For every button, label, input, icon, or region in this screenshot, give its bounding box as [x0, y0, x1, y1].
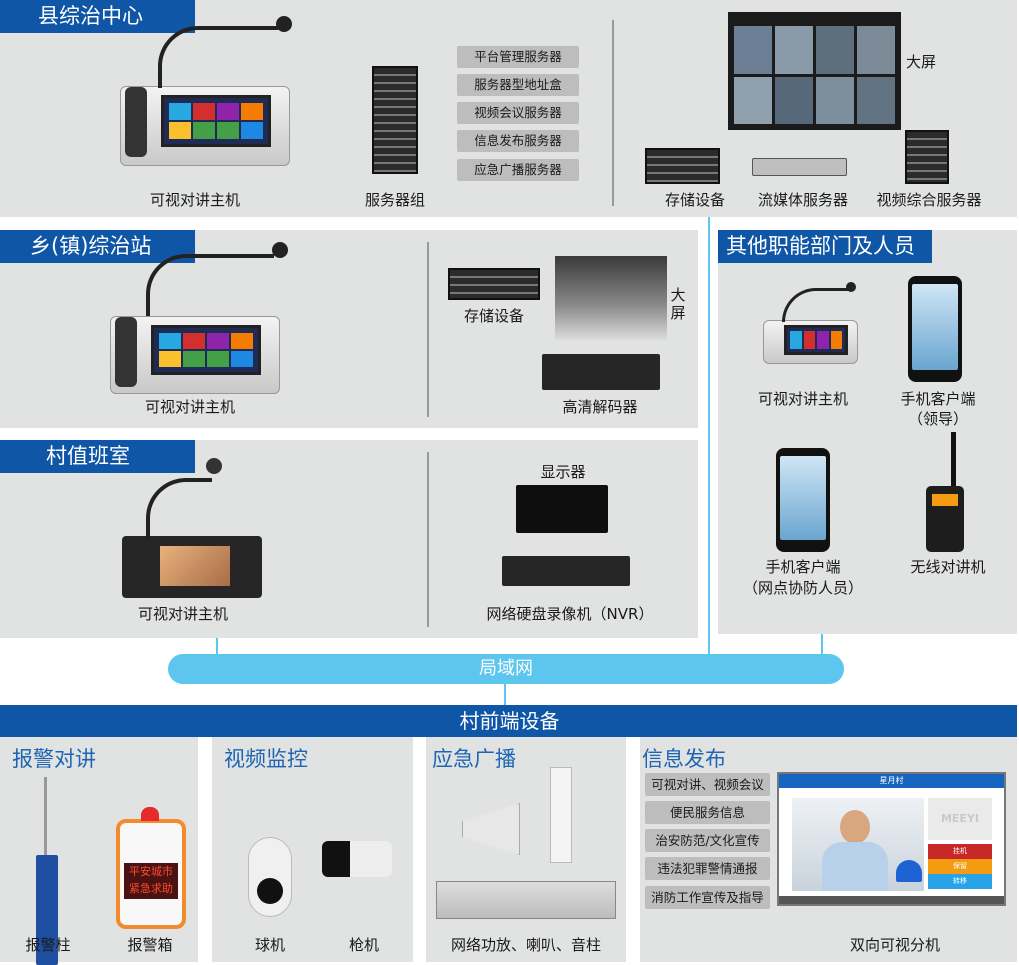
decoder-label: 高清解码器	[562, 398, 638, 416]
panel-title: 其他职能部门及人员	[718, 230, 932, 263]
big-screen-label: 大屏	[670, 286, 686, 322]
storage-label: 存储设备	[664, 191, 725, 209]
video-server-image	[905, 130, 949, 184]
dome-camera-image	[248, 837, 292, 917]
lan-bus: 局域网	[168, 654, 844, 684]
dome-camera-label: 球机	[254, 936, 285, 954]
alarm-box-label: 报警箱	[127, 936, 173, 954]
village-duty-room-panel: 村值班室 可视对讲主机 显示器 网络硬盘录像机（NVR）	[0, 440, 698, 638]
streaming-server-image	[752, 158, 847, 176]
section-title: 视频监控	[224, 747, 308, 771]
connector	[504, 683, 506, 707]
video-surveillance-section: 视频监控 球机 枪机	[212, 737, 413, 962]
hold-button[interactable]: 保留	[928, 859, 992, 874]
connector	[708, 217, 710, 657]
alarm-box-display: 平安城市紧急求助	[124, 863, 178, 899]
intercom-console-image	[763, 320, 858, 364]
storage-image	[448, 268, 540, 300]
radio-label: 无线对讲机	[910, 558, 986, 576]
phone-image	[908, 276, 962, 382]
console-label: 可视对讲主机	[144, 398, 235, 416]
decoder-image	[542, 354, 660, 390]
connector	[216, 638, 218, 656]
phone-staff-label: 手机客户端	[765, 558, 841, 576]
frontend-title: 村前端设备	[0, 705, 1017, 737]
departments-panel: 其他职能部门及人员 可视对讲主机 手机客户端 （领导） 手机客户端 （网点协防人…	[718, 230, 1017, 634]
big-screen-label: 大屏	[906, 53, 937, 71]
console-label: 可视对讲主机	[149, 191, 240, 209]
divider	[427, 452, 429, 627]
alarm-pole-mast	[44, 777, 47, 857]
nvr-image	[502, 556, 630, 586]
broadcast-label: 网络功放、喇叭、音柱	[450, 936, 601, 954]
bullet-camera-label: 枪机	[348, 936, 379, 954]
column-speaker-image	[550, 767, 572, 863]
server-item: 服务器型地址盒	[457, 74, 579, 96]
intercom-console-image	[122, 536, 262, 598]
video-server-label: 视频综合服务器	[876, 191, 982, 209]
panel-title: 县综治中心	[0, 0, 195, 33]
section-title: 报警对讲	[12, 747, 96, 771]
transfer-button[interactable]: 转移	[928, 874, 992, 889]
big-screen-image	[555, 256, 667, 340]
storage-label: 存储设备	[463, 307, 524, 325]
bullet-camera-image	[322, 841, 392, 877]
info-item: 治安防范/文化宣传	[645, 829, 770, 852]
phone-leader-label: 手机客户端	[900, 390, 976, 408]
alarm-pole-image	[36, 855, 58, 965]
intercom-console-image	[110, 316, 280, 394]
server-group-label: 服务器组	[364, 191, 425, 209]
alarm-light	[141, 807, 159, 821]
storage-image	[645, 148, 720, 184]
server-item: 信息发布服务器	[457, 130, 579, 152]
console-label: 可视对讲主机	[137, 605, 228, 623]
section-title: 应急广播	[432, 747, 516, 771]
hangup-button[interactable]: 挂机	[928, 844, 992, 859]
monitor-label: 显示器	[540, 463, 586, 481]
alarm-box-image: 平安城市紧急求助	[116, 819, 186, 929]
phone-leader-sub: （领导）	[907, 410, 968, 428]
amplifier-image	[436, 881, 616, 919]
county-center-panel: 县综治中心 可视对讲主机 服务器组 平台管理服务器 服务器型地址盒 视频会议服务…	[0, 0, 1017, 217]
alarm-pole-label: 报警柱	[25, 936, 71, 954]
info-item: 便民服务信息	[645, 801, 770, 824]
monitor-image	[516, 485, 608, 533]
panel-title: 乡(镇)综治站	[0, 230, 195, 263]
server-item: 应急广播服务器	[457, 159, 579, 181]
streaming-server-label: 流媒体服务器	[757, 191, 848, 209]
server-rack-image	[372, 66, 418, 174]
console-label: 可视对讲主机	[757, 390, 848, 408]
terminal-footer	[779, 896, 1004, 904]
horn-speaker-image	[462, 803, 520, 855]
phone-image	[776, 448, 830, 552]
nvr-label: 网络硬盘录像机（NVR）	[486, 605, 654, 623]
terminal-brand: MEEYI	[928, 798, 992, 840]
info-item: 可视对讲、视频会议	[645, 773, 770, 796]
alarm-intercom-section: 报警对讲 平安城市紧急求助 报警柱 报警箱	[0, 737, 198, 965]
server-item: 平台管理服务器	[457, 46, 579, 68]
server-item: 视频会议服务器	[457, 102, 579, 124]
connector	[821, 634, 823, 656]
terminal-header: 星月村	[779, 774, 1004, 788]
divider	[612, 20, 614, 206]
phone-staff-sub: （网点协防人员）	[742, 579, 863, 597]
intercom-console-image	[120, 86, 290, 166]
emergency-broadcast-section: 应急广播 网络功放、喇叭、音柱	[426, 737, 626, 962]
radio-antenna	[951, 432, 956, 488]
info-item: 消防工作宣传及指导	[645, 886, 770, 909]
terminal-label: 双向可视分机	[849, 936, 940, 954]
big-screen-image	[728, 12, 901, 130]
panel-title: 村值班室	[0, 440, 195, 473]
divider	[427, 242, 429, 417]
township-station-panel: 乡(镇)综治站 可视对讲主机 存储设备 大屏 高清解码器	[0, 230, 698, 428]
radio-image	[926, 486, 964, 552]
terminal-video	[792, 798, 924, 891]
section-title: 信息发布	[642, 747, 726, 771]
video-terminal-image: 星月村 MEEYI 挂机 保留 转移	[777, 772, 1006, 906]
info-item: 违法犯罪警情通报	[645, 857, 770, 880]
